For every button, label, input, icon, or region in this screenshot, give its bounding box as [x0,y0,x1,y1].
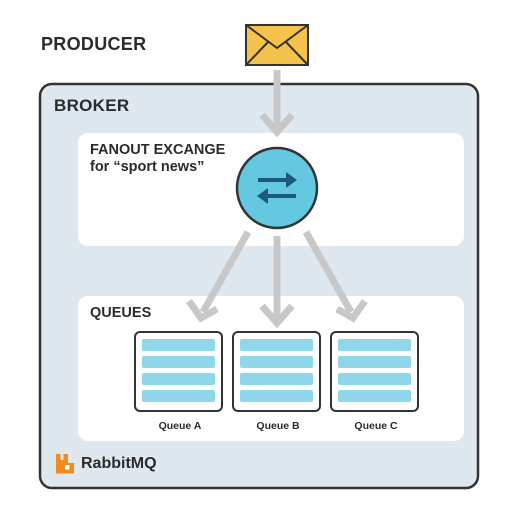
queue-slot [338,373,411,385]
arrow-exchange-to-queue-a [186,230,252,323]
queue-slot [142,356,215,368]
queue-slot [240,339,313,351]
queue-slot [338,390,411,402]
brand-name: RabbitMQ [81,455,157,472]
queue-slot [142,339,215,351]
queue-slot [142,373,215,385]
exchange-node [235,146,319,230]
queue-slot [240,390,313,402]
queue-slot [240,373,313,385]
queue-slot [338,356,411,368]
queue-c [330,331,419,412]
queue-c-label: Queue C [354,420,398,432]
flow-arrows [186,70,368,329]
exchange-subtitle: for “sport news” [90,159,205,175]
queues-title: QUEUES [90,305,152,321]
producer-title: PRODUCER [41,34,147,54]
queue-slot [142,390,215,402]
exchange-title: FANOUT EXCANGE [90,142,226,158]
rabbitmq-logo-icon [56,454,74,474]
broker-title: BROKER [54,96,130,115]
queue-a-label: Queue A [158,420,202,432]
queue-b [232,331,321,412]
queue-b-label: Queue B [256,420,300,432]
queue-slot [338,339,411,351]
arrow-producer-to-exchange [259,70,295,138]
envelope-icon [245,24,309,66]
arrow-exchange-to-queue-c [302,230,368,323]
arrow-exchange-to-queue-b [259,236,295,329]
queue-a [134,331,223,412]
exchange-arrows-icon [257,172,297,204]
queue-slot [240,356,313,368]
